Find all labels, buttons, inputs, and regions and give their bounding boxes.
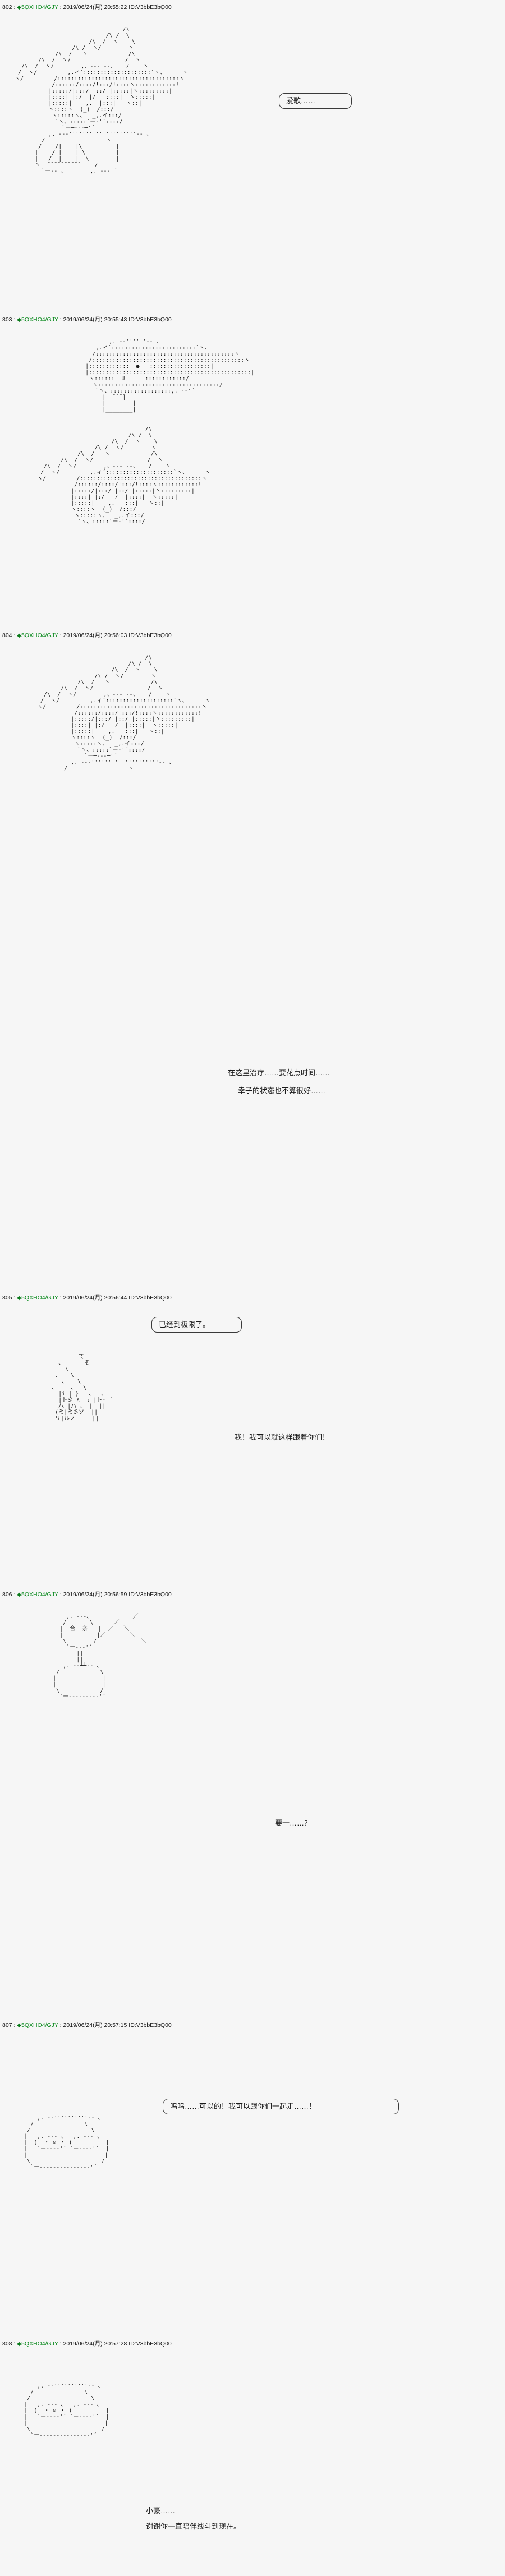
diamond-icon: ◆: [17, 2341, 21, 2347]
header-separator: :: [58, 1294, 63, 1301]
post-id: ID:V3bbE3bQ00: [128, 2340, 172, 2347]
post-body: ,. -‐''''''''''‐- 、 / \ / \ | ,. -‐- 、 ,…: [0, 2031, 505, 2224]
tripcode[interactable]: 5QXHO4/GJY: [21, 4, 58, 11]
post-id: ID:V3bbE3bQ00: [128, 2022, 172, 2029]
header-separator: :: [12, 2340, 17, 2347]
speech-bubble: 呜呜……可以的！我可以跟你们一起走……！: [163, 2099, 399, 2114]
post-number[interactable]: 806: [2, 1591, 12, 1598]
header-separator: :: [12, 1591, 17, 1598]
ascii-art: /\ /\ / \ /\ / ヽ \ /\ / ヽ/ ヽ /\ / ヽ /\ /…: [37, 655, 210, 772]
tripcode[interactable]: 5QXHO4/GJY: [21, 632, 58, 639]
tripcode[interactable]: 5QXHO4/GJY: [21, 316, 58, 323]
ascii-art: ,. -‐''''''''''‐- 、 / \ / \ | ,. -‐- 、 ,…: [24, 2115, 113, 2171]
post-804: 804 : ◆5QXHO4/GJY : 2019/06/24(月) 20:56:…: [0, 630, 505, 772]
diamond-icon: ◆: [17, 1592, 21, 1598]
header-separator: :: [58, 1591, 63, 1598]
post-id: ID:V3bbE3bQ00: [128, 4, 172, 11]
dialogue-line: 小豪……: [146, 2506, 176, 2515]
post-802: 802 : ◆5QXHO4/GJY : 2019/06/24(月) 20:55:…: [0, 2, 505, 174]
post-body: ,. ---、 ／ / \ ／ | 合 亲 | ／ ＼ | |／ ＼ \ / ＼…: [0, 1600, 505, 1805]
post-number[interactable]: 807: [2, 2022, 12, 2029]
post-timestamp: 2019/06/24(月) 20:55:22: [63, 4, 127, 11]
header-separator: :: [58, 316, 63, 323]
post-header: 804 : ◆5QXHO4/GJY : 2019/06/24(月) 20:56:…: [0, 630, 505, 641]
post-807: 807 : ◆5QXHO4/GJY : 2019/06/24(月) 20:57:…: [0, 2020, 505, 2224]
dialogue-line: 要一……？: [275, 1819, 312, 1827]
diamond-icon: ◆: [17, 317, 21, 323]
ascii-art: ,. -‐''''''''''‐- 、 / \ / \ | ,. -‐- 、 ,…: [24, 2383, 113, 2439]
header-separator: :: [12, 1294, 17, 1301]
post-timestamp: 2019/06/24(月) 20:56:03: [63, 632, 127, 639]
post-timestamp: 2019/06/24(月) 20:55:43: [63, 316, 127, 323]
post-header: 806 : ◆5QXHO4/GJY : 2019/06/24(月) 20:56:…: [0, 1589, 505, 1600]
post-body: /\ /\ / \ /\ / ヽ \ /\ / ヽ/ ヽ /\ / ヽ /\ /…: [0, 13, 505, 174]
dialogue-line: 谢谢你一直陪伴线斗到现在。: [146, 2522, 241, 2531]
post-timestamp: 2019/06/24(月) 20:57:15: [63, 2022, 127, 2029]
post-number[interactable]: 802: [2, 4, 12, 11]
diamond-icon: ◆: [17, 633, 21, 639]
post-number[interactable]: 805: [2, 1294, 12, 1301]
post-number[interactable]: 804: [2, 632, 12, 639]
dialogue-line: 在这里治疗……要花点时间……: [228, 1068, 330, 1077]
header-separator: :: [12, 632, 17, 639]
post-number[interactable]: 808: [2, 2340, 12, 2347]
header-separator: :: [12, 316, 17, 323]
speech-bubble: 爱歌……: [279, 93, 352, 109]
ascii-art: /\ /\ / \ /\ / ヽ \ /\ / ヽ/ ヽ /\ / ヽ /\ /…: [37, 426, 210, 525]
post-body: /\ /\ / \ /\ / ヽ \ /\ / ヽ/ ヽ /\ / ヽ /\ /…: [0, 641, 505, 772]
post-header: 807 : ◆5QXHO4/GJY : 2019/06/24(月) 20:57:…: [0, 2020, 505, 2031]
diamond-icon: ◆: [17, 1295, 21, 1301]
post-header: 802 : ◆5QXHO4/GJY : 2019/06/24(月) 20:55:…: [0, 2, 505, 13]
tripcode[interactable]: 5QXHO4/GJY: [21, 2340, 58, 2347]
tripcode[interactable]: 5QXHO4/GJY: [21, 1294, 58, 1301]
post-header: 805 : ◆5QXHO4/GJY : 2019/06/24(月) 20:56:…: [0, 1292, 505, 1303]
post-id: ID:V3bbE3bQ00: [128, 1591, 172, 1598]
post-805: 805 : ◆5QXHO4/GJY : 2019/06/24(月) 20:56:…: [0, 1292, 505, 1514]
post-number[interactable]: 803: [2, 316, 12, 323]
post-id: ID:V3bbE3bQ00: [128, 632, 172, 639]
tripcode[interactable]: 5QXHO4/GJY: [21, 1591, 58, 1598]
tripcode[interactable]: 5QXHO4/GJY: [21, 2022, 58, 2029]
header-separator: :: [58, 4, 63, 11]
post-806: 806 : ◆5QXHO4/GJY : 2019/06/24(月) 20:56:…: [0, 1589, 505, 1805]
ascii-art: て 、 そ \ 、 \ 、 \ 、 、 \ |i | } 、 、 |ト彡 ∧ ;…: [52, 1354, 113, 1422]
diamond-icon: ◆: [17, 4, 21, 11]
ascii-art: ,. ---、 ／ / \ ／ | 合 亲 | ／ ＼ | |／ ＼ \ / ＼…: [53, 1614, 146, 1700]
speech-bubble: 已经到极限了。: [152, 1317, 242, 1333]
post-timestamp: 2019/06/24(月) 20:56:44: [63, 1294, 127, 1301]
post-body: て 、 そ \ 、 \ 、 \ 、 、 \ |i | } 、 、 |ト彡 ∧ ;…: [0, 1303, 505, 1514]
post-body: ,. -‐''''''''''‐- 、 / \ / \ | ,. -‐- 、 ,…: [0, 2349, 505, 2490]
header-separator: :: [12, 4, 17, 11]
header-separator: :: [58, 2340, 63, 2347]
header-separator: :: [58, 2022, 63, 2029]
header-separator: :: [12, 2022, 17, 2029]
ascii-art: /\ /\ / \ /\ / ヽ \ /\ / ヽ/ ヽ /\ / ヽ /\ /…: [15, 26, 188, 174]
post-803: 803 : ◆5QXHO4/GJY : 2019/06/24(月) 20:55:…: [0, 314, 505, 532]
post-808: 808 : ◆5QXHO4/GJY : 2019/06/24(月) 20:57:…: [0, 2338, 505, 2490]
post-id: ID:V3bbE3bQ00: [128, 1294, 172, 1301]
header-separator: :: [58, 632, 63, 639]
diamond-icon: ◆: [17, 2022, 21, 2029]
post-timestamp: 2019/06/24(月) 20:57:28: [63, 2340, 127, 2347]
post-id: ID:V3bbE3bQ00: [128, 316, 172, 323]
post-timestamp: 2019/06/24(月) 20:56:59: [63, 1591, 127, 1598]
dialogue-line: 幸子的状态也不算很好……: [238, 1086, 326, 1095]
post-header: 808 : ◆5QXHO4/GJY : 2019/06/24(月) 20:57:…: [0, 2338, 505, 2349]
ascii-art: ,. -‐''''''‐- 、 ,.ィ´::::::::::::::::::::…: [85, 339, 255, 413]
dialogue-line: 我！我可以就这样跟着你们！: [235, 1433, 330, 1441]
post-body: ,. -‐''''''‐- 、 ,.ィ´::::::::::::::::::::…: [0, 325, 505, 532]
post-header: 803 : ◆5QXHO4/GJY : 2019/06/24(月) 20:55:…: [0, 314, 505, 325]
